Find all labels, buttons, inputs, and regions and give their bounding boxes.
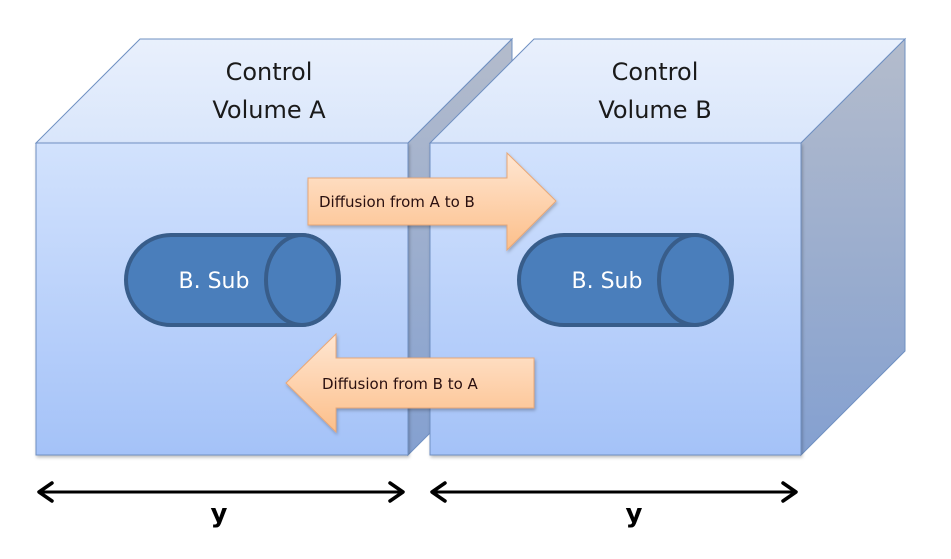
dimension-a-label: y	[211, 499, 228, 529]
dimension-b-right-head	[781, 481, 798, 503]
cylinder-b-cap	[657, 233, 733, 327]
dimension-a-left-head	[37, 481, 54, 503]
cylinder-a-label: B. Sub	[179, 269, 250, 294]
cylinder-b-label: B. Sub	[572, 269, 643, 294]
arrow-a-to-b-label: Diffusion from A to B	[319, 193, 475, 211]
dimension-b-label: y	[626, 499, 643, 529]
diffusion-arrow-b-to-a: Diffusion from B to A	[285, 332, 535, 434]
arrow-a-to-b-shape	[307, 151, 557, 252]
dimension-arrow-a: y	[37, 481, 405, 529]
cylinder-a-cap	[264, 233, 340, 327]
arrow-b-to-a-shape	[285, 332, 535, 434]
dimension-b-left-head	[430, 481, 447, 503]
arrow-b-to-a-label: Diffusion from B to A	[322, 375, 479, 393]
dimension-arrow-b: y	[430, 481, 798, 529]
dimension-a-right-head	[388, 481, 405, 503]
substance-cylinder-b: B. Sub	[517, 233, 734, 327]
volume-b-label-line1: Control	[612, 58, 699, 86]
volume-a-label-line2: Volume A	[212, 96, 326, 124]
diffusion-arrow-a-to-b: Diffusion from A to B	[307, 151, 557, 252]
substance-cylinder-a: B. Sub	[124, 233, 341, 327]
volume-b-label-line2: Volume B	[598, 96, 711, 124]
volume-a-label-line1: Control	[226, 58, 313, 86]
